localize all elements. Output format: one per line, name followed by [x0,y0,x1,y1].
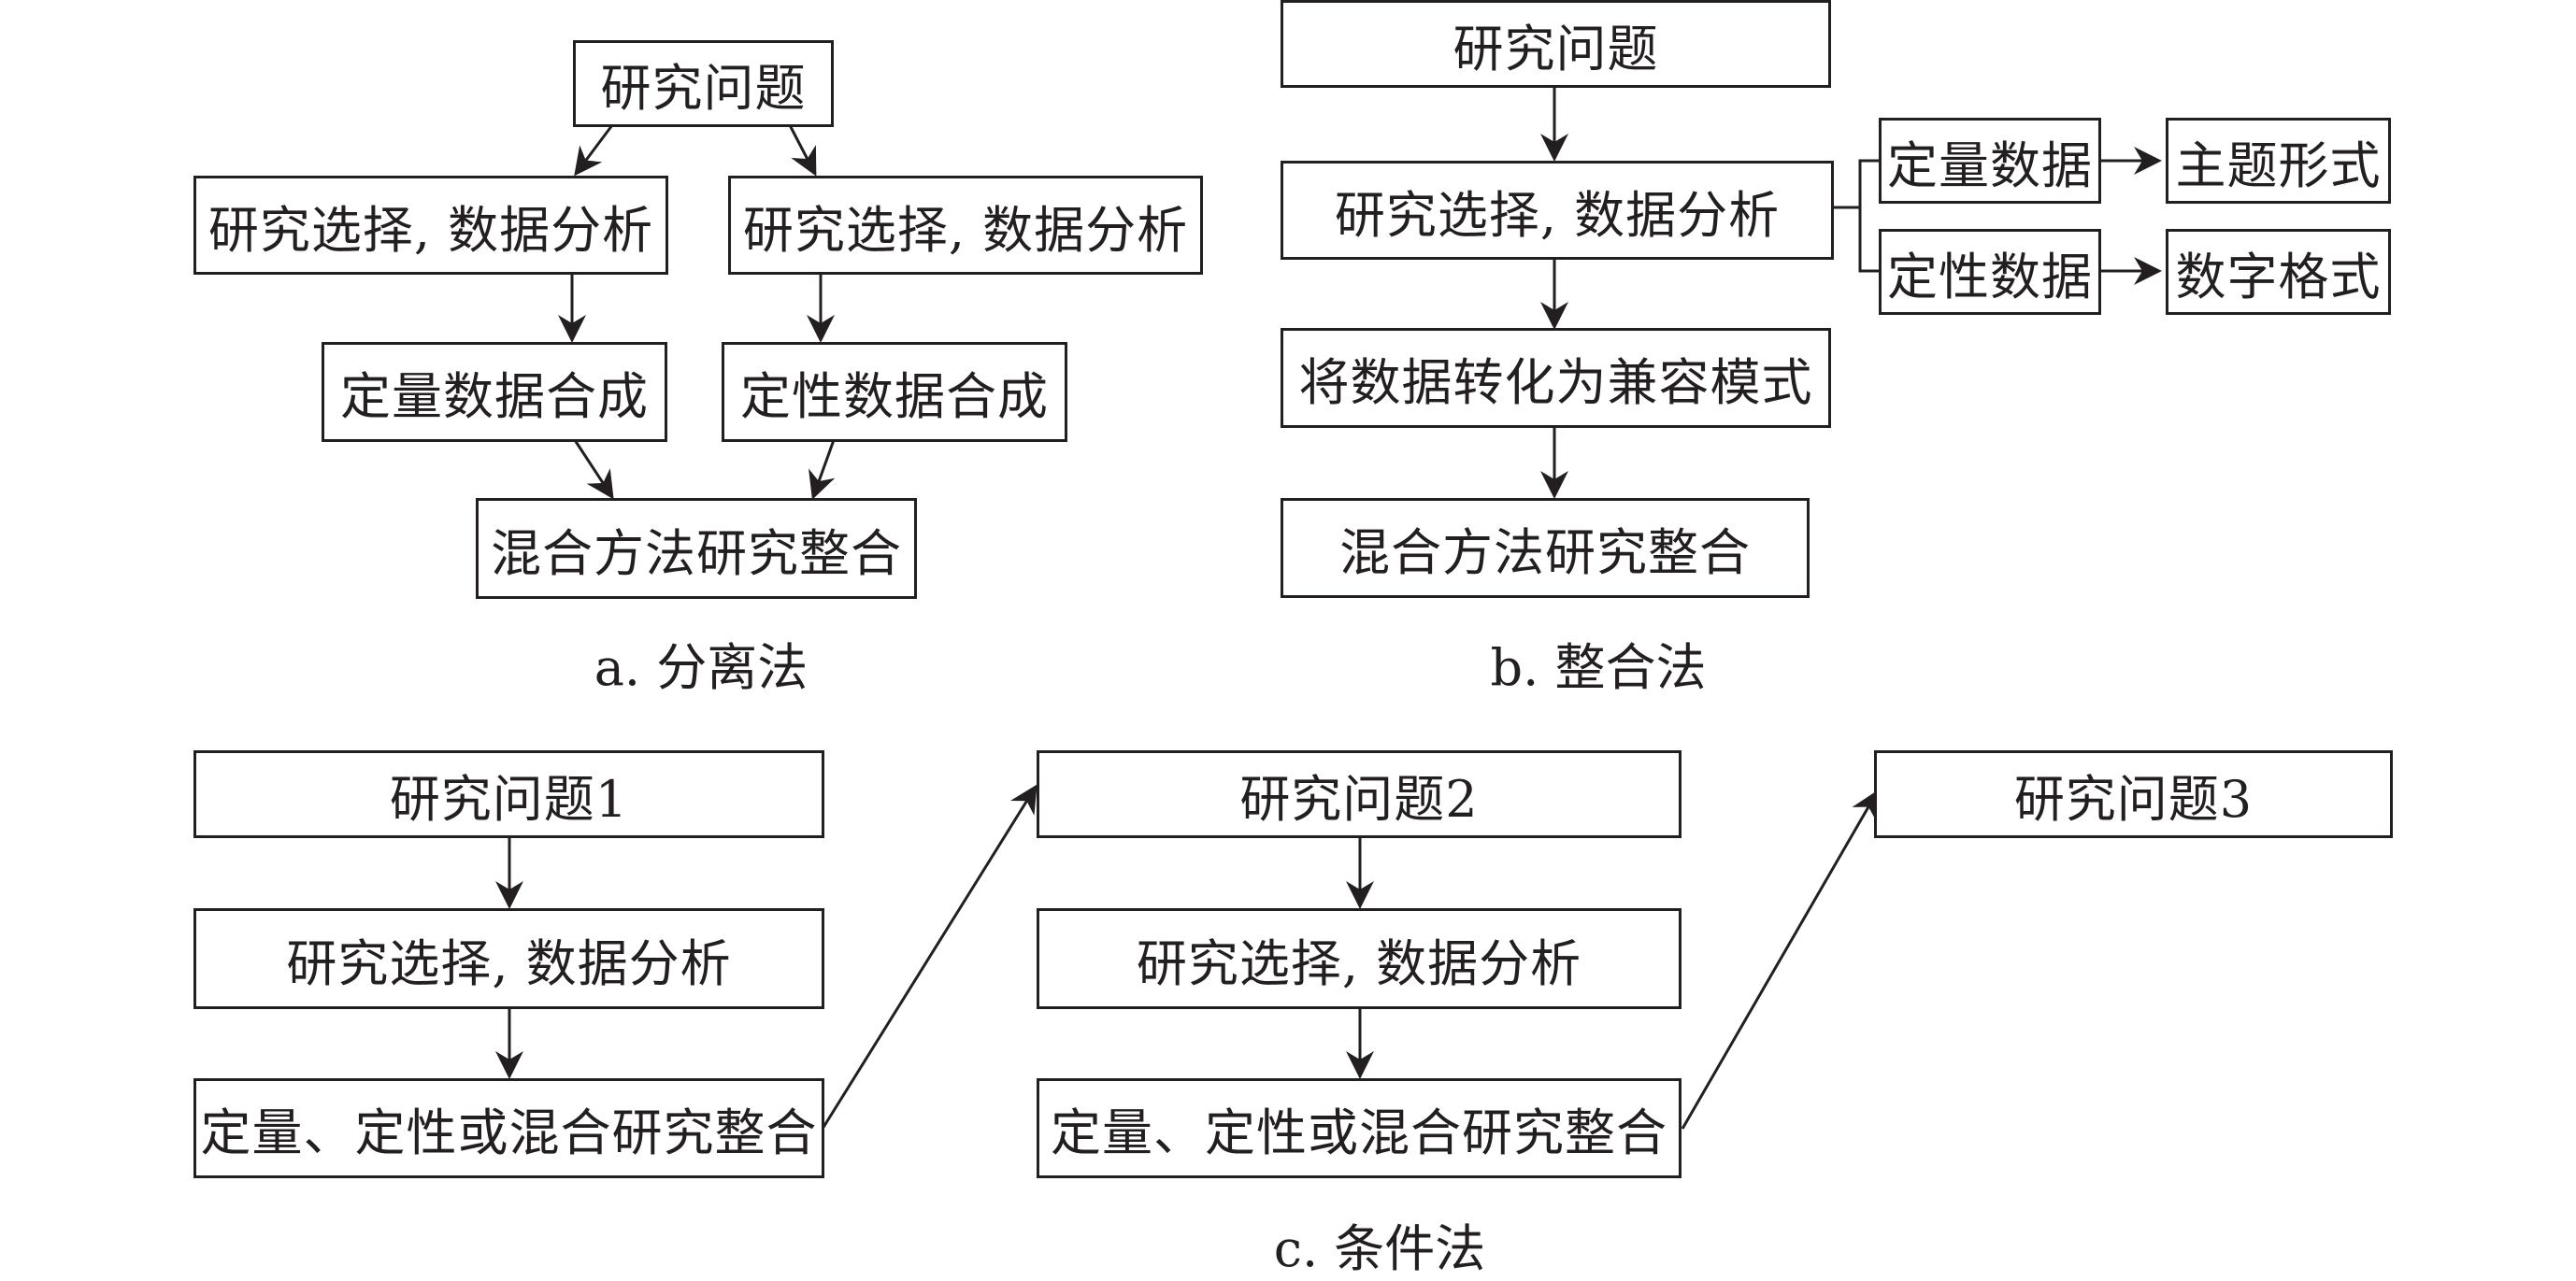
b-qual-data-box: 定性数据 [1879,229,2101,315]
c-question-3-box: 研究问题3 [1874,750,2393,838]
b-theme-form-box: 主题形式 [2166,118,2391,204]
arrow-a-question-to-left [574,124,614,177]
c-question-1-box: 研究问题1 [193,750,824,838]
arrow-c-integration1-to-q2 [821,784,1038,1130]
c-integration-1-label: 定量、定性或混合研究整合 [200,1103,818,1162]
c-integration-2-box: 定量、定性或混合研究整合 [1037,1078,1682,1178]
c-integration-2-label: 定量、定性或混合研究整合 [1051,1103,1667,1162]
arrow-c-integration2-to-q3 [1681,790,1879,1130]
b-integration-box: 混合方法研究整合 [1281,498,1810,598]
a-analysis-right-box: 研究选择, 数据分析 [728,176,1203,275]
a-integration-label: 混合方法研究整合 [491,523,902,583]
a-question-box: 研究问题 [573,40,834,127]
c-analysis-1-box: 研究选择, 数据分析 [193,908,824,1009]
a-analysis-left-label: 研究选择, 数据分析 [208,200,654,260]
arrow-a-question-to-right [788,124,817,177]
b-number-format-box: 数字格式 [2166,229,2391,315]
a-synth-qual-label: 定性数据合成 [740,367,1049,426]
arrow-a-quant-to-integration [573,439,614,500]
b-question-box: 研究问题 [1281,0,1831,88]
a-integration-box: 混合方法研究整合 [476,498,917,599]
b-theme-form-label: 主题形式 [2175,135,2382,195]
b-caption: b. 整合法 [1490,638,1707,697]
b-analysis-label: 研究选择, 数据分析 [1334,185,1781,245]
c-caption: c. 条件法 [1273,1219,1486,1278]
b-qual-data-label: 定性数据 [1887,247,2093,306]
b-number-format-label: 数字格式 [2175,247,2382,306]
c-question-2-box: 研究问题2 [1037,750,1682,838]
b-question-label: 研究问题 [1453,19,1659,78]
a-analysis-right-label: 研究选择, 数据分析 [742,200,1189,260]
a-synth-quant-label: 定量数据合成 [340,367,649,426]
a-caption: a. 分离法 [594,638,809,697]
b-convert-box: 将数据转化为兼容模式 [1281,328,1831,428]
a-question-label: 研究问题 [600,59,807,118]
c-integration-1-box: 定量、定性或混合研究整合 [193,1078,824,1178]
b-integration-label: 混合方法研究整合 [1339,523,1751,582]
bracket-b-branch-vertical [1858,159,1879,273]
c-analysis-2-label: 研究选择, 数据分析 [1136,933,1582,993]
c-analysis-2-box: 研究选择, 数据分析 [1037,908,1682,1009]
c-analysis-1-label: 研究选择, 数据分析 [286,933,732,993]
a-analysis-left-box: 研究选择, 数据分析 [193,176,668,275]
b-analysis-box: 研究选择, 数据分析 [1281,161,1834,260]
a-synth-quant-box: 定量数据合成 [322,342,667,442]
c-question-3-label: 研究问题3 [2013,769,2254,829]
c-question-2-label: 研究问题2 [1239,769,1479,829]
b-quant-data-label: 定量数据 [1887,135,2093,195]
b-quant-data-box: 定量数据 [1879,118,2101,204]
a-synth-qual-box: 定性数据合成 [722,342,1067,442]
c-question-1-label: 研究问题1 [389,769,629,829]
b-convert-label: 将数据转化为兼容模式 [1298,353,1813,412]
arrow-a-qual-to-integration [809,439,836,500]
